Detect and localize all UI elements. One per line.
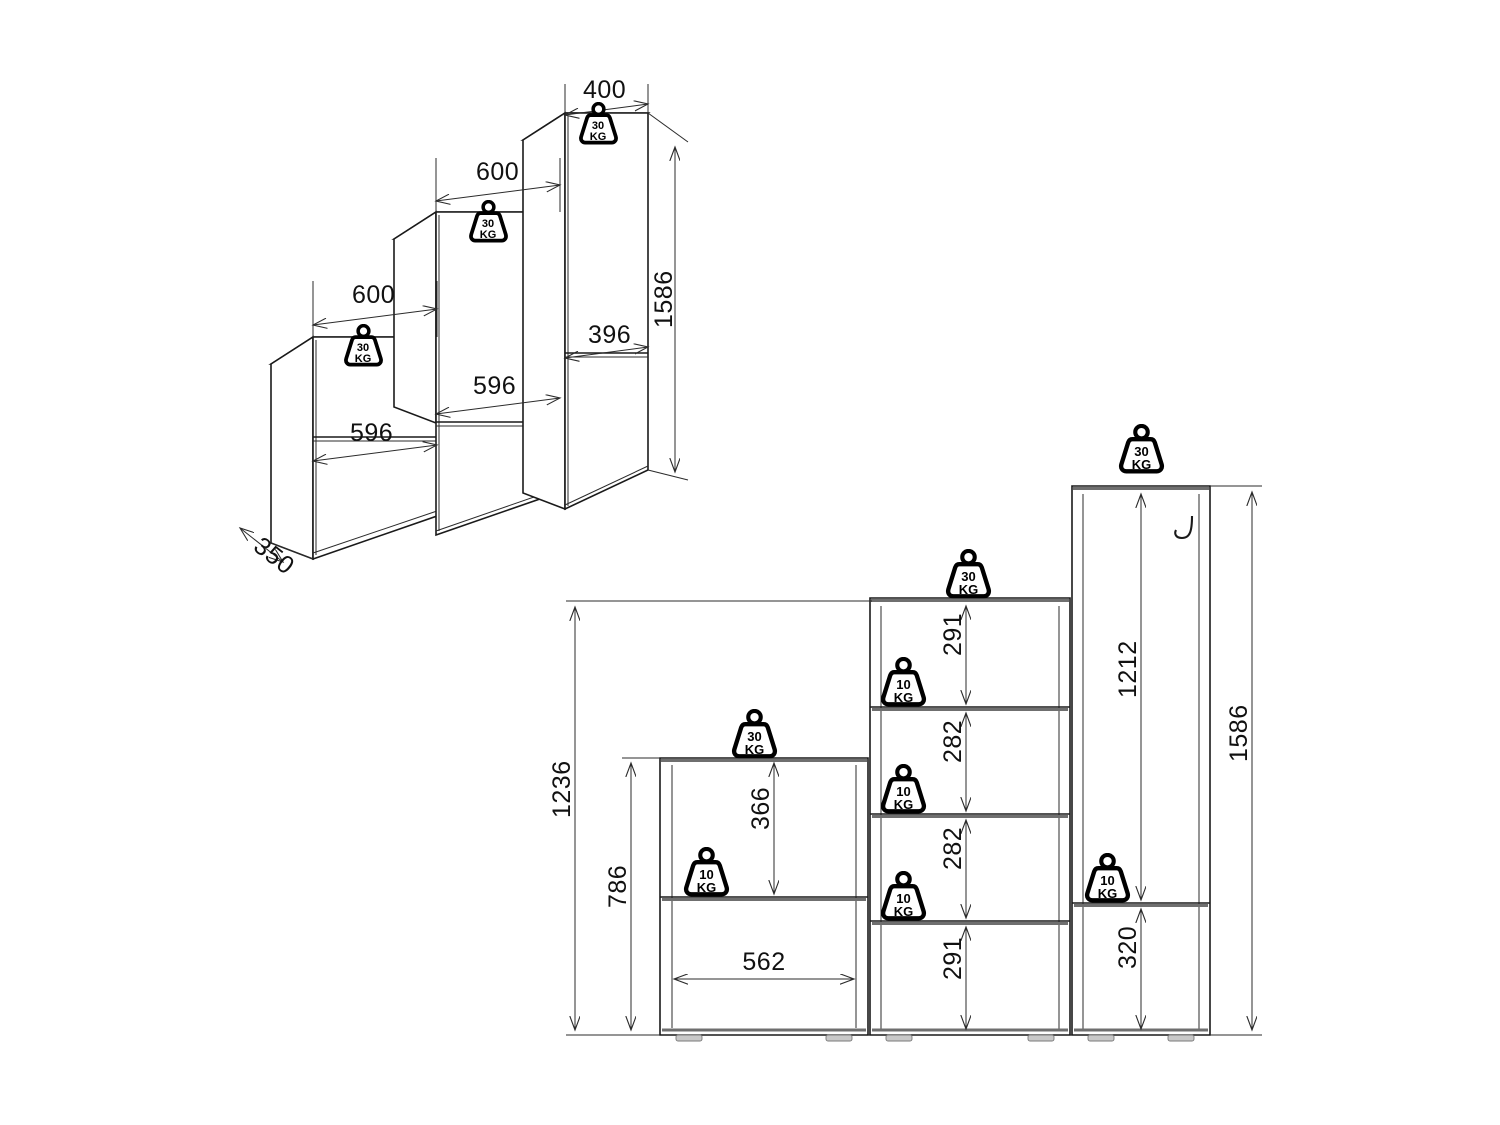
front-dim-cabinet-left: 786 [604, 757, 660, 1036]
front-dim-right-1212-label: 1212 [1114, 640, 1142, 698]
front-weight-mid-top: 30 KG [948, 551, 989, 597]
cabinet-foot [1167, 1034, 1195, 1042]
front-weight-mid-shelf-1-value: 10 [896, 677, 910, 692]
front-dim-right-320: 320 [1114, 909, 1142, 1029]
front-weight-left-shelf: 10 KG [686, 849, 727, 895]
front-dim-cabinet-left-label: 786 [604, 865, 632, 908]
front-weight-mid-shelf-2-unit: KG [894, 797, 914, 812]
iso-dim-right-width: 400 [565, 76, 648, 115]
front-weight-left-shelf-unit: KG [697, 880, 717, 895]
front-dim-overall-left: 1236 [548, 600, 872, 1036]
cabinet-foot [1027, 1034, 1055, 1042]
front-dim-width-562-label: 562 [742, 948, 785, 976]
iso-dim-middle-door-label: 596 [473, 372, 516, 400]
front-dim-shelf-366-label: 366 [747, 787, 775, 830]
iso-weight-middle: 30 KG [469, 200, 508, 243]
iso-dim-right-width-label: 400 [583, 76, 626, 104]
iso-dim-middle-width-label: 600 [476, 158, 519, 186]
front-dim-mid-291-top-label: 291 [939, 613, 967, 656]
front-cabinet-left [659, 757, 869, 1042]
iso-dim-left-width-label: 600 [352, 281, 395, 309]
front-dim-overall-left-label: 1236 [548, 760, 576, 818]
front-weight-mid-shelf-3-value: 10 [896, 891, 910, 906]
front-dim-right-320-label: 320 [1114, 926, 1142, 969]
front-dim-mid-282-a: 282 [939, 713, 967, 811]
front-weight-right-shelf: 10 KG [1087, 855, 1128, 901]
front-weight-mid-shelf-2: 10 KG [883, 766, 924, 812]
front-weight-mid-shelf-3: 10 KG [883, 873, 924, 919]
front-dim-overall-right-label: 1586 [1225, 704, 1253, 762]
front-weight-right-top: 30 KG [1121, 426, 1162, 472]
front-weight-right-top-value: 30 [1134, 444, 1148, 459]
iso-weight-right-value: 30 [592, 120, 604, 132]
cabinet-foot [675, 1034, 703, 1042]
front-weight-right-shelf-unit: KG [1098, 886, 1118, 901]
iso-dim-middle-width: 600 [436, 158, 560, 212]
iso-dim-total-height: 1586 [647, 112, 689, 481]
iso-weight-left: 30 KG [344, 324, 383, 367]
front-weight-mid-top-value: 30 [961, 569, 975, 584]
iso-dim-left-door: 596 [313, 419, 437, 461]
front-dim-mid-282-a-label: 282 [939, 720, 967, 763]
front-weight-mid-shelf-2-value: 10 [896, 784, 910, 799]
front-weight-right-shelf-value: 10 [1100, 873, 1114, 888]
iso-weight-left-unit: KG [355, 353, 372, 365]
front-weight-mid-shelf-3-unit: KG [894, 904, 914, 919]
iso-weight-right: 30 KG [579, 102, 618, 145]
iso-dim-left-width: 600 [313, 281, 437, 337]
iso-dim-right-door-label: 396 [588, 321, 631, 349]
front-dim-mid-282-b: 282 [939, 820, 967, 918]
front-view: 1236 786 366 562 291 282 [548, 426, 1262, 1042]
iso-cabinet-right [520, 111, 651, 511]
iso-weight-middle-value: 30 [482, 218, 494, 230]
front-dim-overall-right: 1586 [1210, 485, 1262, 1036]
front-dim-right-1212: 1212 [1114, 494, 1142, 900]
front-dim-mid-291-top: 291 [939, 606, 967, 704]
front-weight-mid-shelf-1: 10 KG [883, 659, 924, 705]
cabinet-foot [885, 1034, 913, 1042]
cabinet-foot [825, 1034, 853, 1042]
isometric-view: 600 600 400 596 596 396 [240, 76, 689, 580]
iso-dim-middle-door: 596 [436, 372, 560, 414]
iso-weight-left-value: 30 [357, 342, 369, 354]
front-weight-left-top-unit: KG [745, 742, 765, 757]
front-weight-left-top-value: 30 [747, 729, 761, 744]
front-weight-left-shelf-value: 10 [699, 867, 713, 882]
front-dim-mid-282-b-label: 282 [939, 827, 967, 870]
iso-dim-left-door-label: 596 [350, 419, 393, 447]
cabinet-foot [1087, 1034, 1115, 1042]
iso-dim-right-door: 396 [565, 321, 648, 358]
iso-weight-middle-unit: KG [480, 229, 497, 241]
front-weight-mid-shelf-1-unit: KG [894, 690, 914, 705]
front-dim-width-562: 562 [674, 948, 854, 979]
front-dim-shelf-366: 366 [747, 763, 775, 894]
front-dim-mid-291-bot-label: 291 [939, 937, 967, 980]
front-weight-left-top: 30 KG [734, 711, 775, 757]
front-dim-mid-291-bot: 291 [939, 927, 967, 1029]
iso-weight-right-unit: KG [590, 131, 607, 143]
front-weight-right-top-unit: KG [1132, 457, 1152, 472]
hanger-hook-icon [1174, 515, 1194, 540]
iso-dim-total-height-label: 1586 [650, 270, 678, 328]
front-weight-mid-top-unit: KG [959, 582, 979, 597]
